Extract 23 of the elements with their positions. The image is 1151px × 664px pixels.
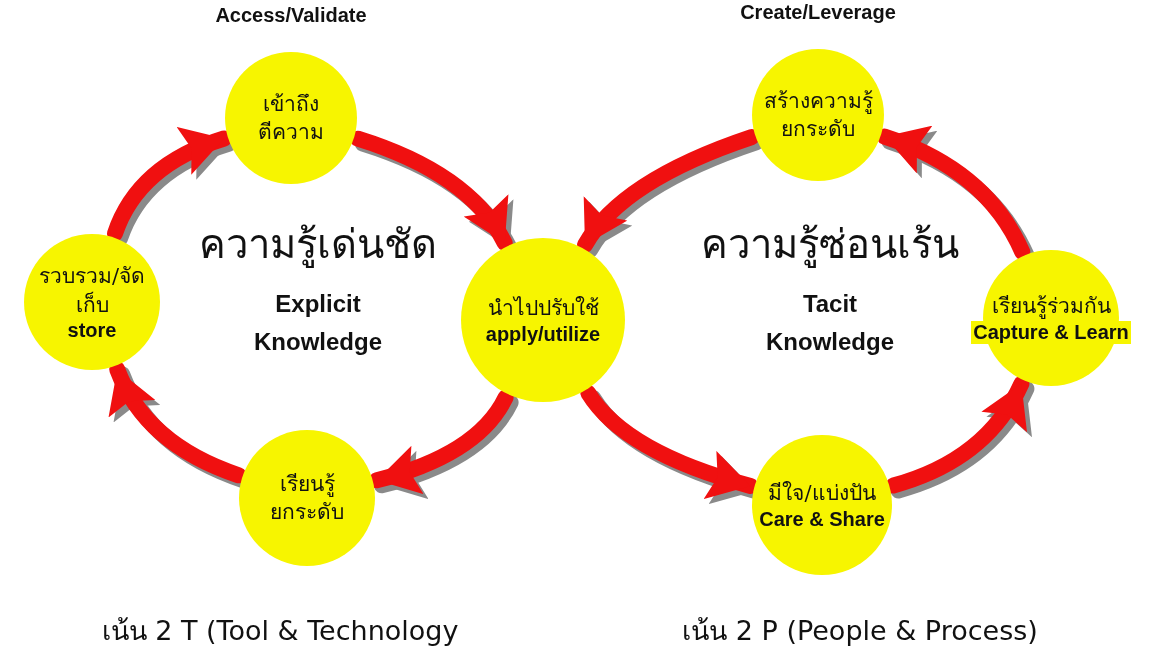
curved-arrow <box>349 130 513 251</box>
curved-arrow <box>109 361 247 484</box>
center-subtitle: Explicit Knowledge <box>253 289 383 358</box>
circle-heading: Create/Leverage <box>740 1 896 24</box>
footer-note: เน้น 2 T (Tool & Technology <box>100 615 460 648</box>
center-subtitle: Tacit Knowledge <box>765 289 895 358</box>
circle-label: สร้างความรู้ ยกระดับ <box>762 87 874 143</box>
center-title: ความรู้เด่นชัด <box>198 220 438 268</box>
circle-label: รวบรวม/จัดเก็บ <box>37 263 147 319</box>
circle-label: Capture & Learn <box>971 320 1131 344</box>
center-title: ความรู้ซ่อนเร้น <box>700 220 960 268</box>
curved-arrow <box>580 385 759 499</box>
circle-label: นำไปปรับใช้ <box>487 295 599 323</box>
curved-arrow <box>368 389 514 494</box>
circle-label: เข้าถึง ตีความ <box>257 90 325 146</box>
circle-heading: Access/Validate <box>215 4 367 27</box>
footer-note: เน้น 2 P (People & Process) <box>681 615 1039 648</box>
circle-label: เรียนรู้ ยกระดับ <box>269 470 345 526</box>
curved-arrow <box>577 129 760 253</box>
curved-arrow <box>885 375 1030 494</box>
circle-label: มีใจ/แบ่งปัน <box>768 480 876 508</box>
circle-label: เรียนรู้ร่วมกัน <box>991 293 1111 321</box>
curved-arrow <box>876 127 1031 260</box>
